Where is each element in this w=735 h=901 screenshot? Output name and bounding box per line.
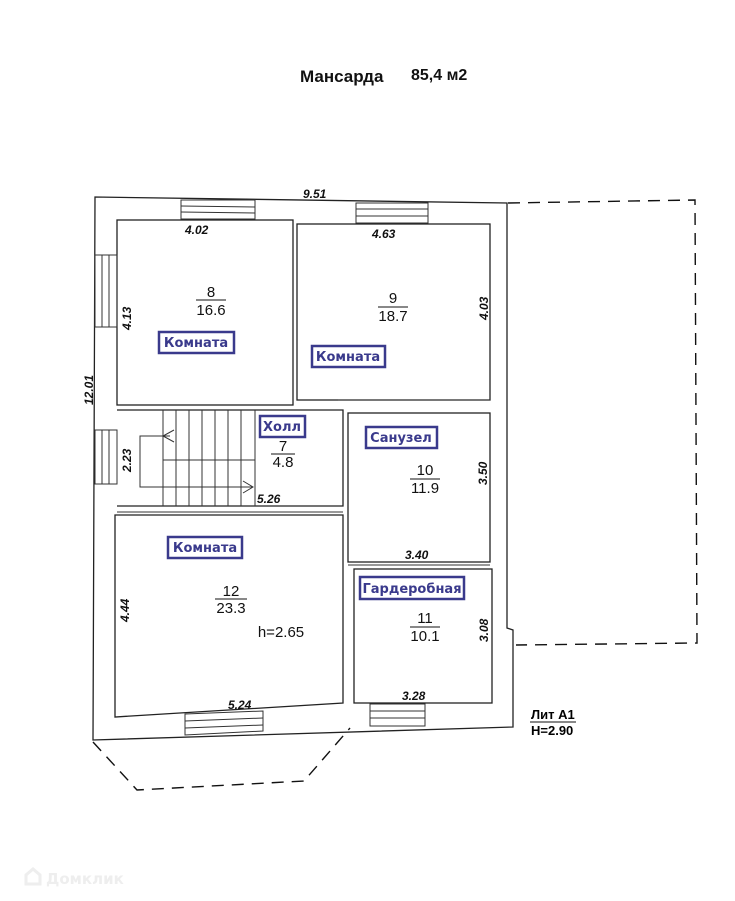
staircase [139, 410, 256, 506]
dim-room12-width: 5.24 [228, 698, 252, 712]
svg-text:Комната: Комната [173, 541, 237, 556]
label-wardrobe: Гардеробная [358, 575, 466, 601]
label-room-9: Комната [310, 344, 387, 369]
room-10-info: 10 11.9 [410, 462, 440, 497]
room-11 [353, 568, 493, 704]
dim-total-length: 12.01 [82, 375, 96, 405]
room-number: 10 [417, 462, 434, 479]
dashed-terrace-bottom [92, 727, 351, 791]
window-bottom-left [184, 710, 264, 736]
room-12 [114, 514, 344, 718]
dim-room8-length: 4.13 [120, 306, 134, 331]
plan-area: 85,4 м2 [411, 67, 467, 84]
room-area: 16.6 [196, 302, 225, 319]
window-top-right [355, 202, 429, 224]
dim-room10-length: 3.50 [476, 461, 490, 485]
dim-total-width: 9.51 [303, 187, 327, 201]
svg-text:Комната: Комната [316, 350, 380, 365]
room-area: 11.9 [411, 480, 439, 497]
room-number: 11 [417, 610, 433, 627]
room-number: 12 [223, 583, 240, 600]
room-number: 8 [207, 284, 215, 301]
dim-room9-width: 4.63 [371, 227, 396, 241]
room-number: 7 [279, 438, 287, 455]
svg-text:Холл: Холл [263, 420, 301, 435]
window-left-top [94, 254, 118, 328]
dim-room8-width: 4.02 [184, 223, 209, 237]
dim-room10-width: 3.40 [405, 548, 429, 562]
svg-text:Домклик: Домклик [46, 870, 124, 888]
dim-room11-width: 3.28 [402, 689, 426, 703]
dim-room9-length: 4.03 [477, 296, 491, 321]
label-hall: Холл [258, 414, 307, 439]
room-area: 10.1 [410, 628, 439, 645]
dashed-terrace-right [507, 199, 698, 646]
room-10 [347, 412, 491, 563]
dim-stair-length: 2.23 [120, 448, 134, 473]
ceiling-height: h=2.65 [258, 624, 304, 641]
label-room-12: Комната [166, 535, 244, 560]
svg-text:Лит А1: Лит А1 [531, 707, 575, 722]
room-8-info: 8 16.6 [196, 284, 226, 319]
room-area: 23.3 [216, 600, 245, 617]
svg-text:Комната: Комната [164, 336, 228, 351]
window-top-left [180, 199, 256, 220]
room-12-info: 12 23.3 [215, 583, 247, 617]
hall-7 [117, 409, 344, 507]
window-left-bottom [94, 429, 118, 485]
room-9-info: 9 18.7 [378, 290, 408, 325]
house-logo-icon [24, 867, 42, 886]
lit-legend: Лит А1 H=2.90 [530, 707, 576, 738]
window-bottom-right [369, 703, 426, 727]
room-7-info: 7 4.8 [271, 438, 295, 471]
label-bathroom: Санузел [364, 425, 439, 450]
room-area: 18.7 [378, 308, 407, 325]
room-area: 4.8 [273, 454, 294, 471]
outer-wall [92, 196, 514, 741]
dim-room11-length: 3.08 [477, 618, 491, 642]
room-11-info: 11 10.1 [410, 610, 440, 645]
svg-text:Гардеробная: Гардеробная [362, 582, 461, 597]
room-number: 9 [389, 290, 397, 307]
dim-room12-length: 4.44 [118, 598, 132, 623]
dim-hall-width: 5.26 [257, 492, 281, 506]
domclick-watermark: Домклик [24, 867, 124, 888]
svg-text:H=2.90: H=2.90 [531, 723, 573, 738]
svg-text:Санузел: Санузел [370, 431, 432, 446]
plan-title: Мансарда [300, 67, 384, 86]
label-room-8: Комната [157, 330, 236, 355]
